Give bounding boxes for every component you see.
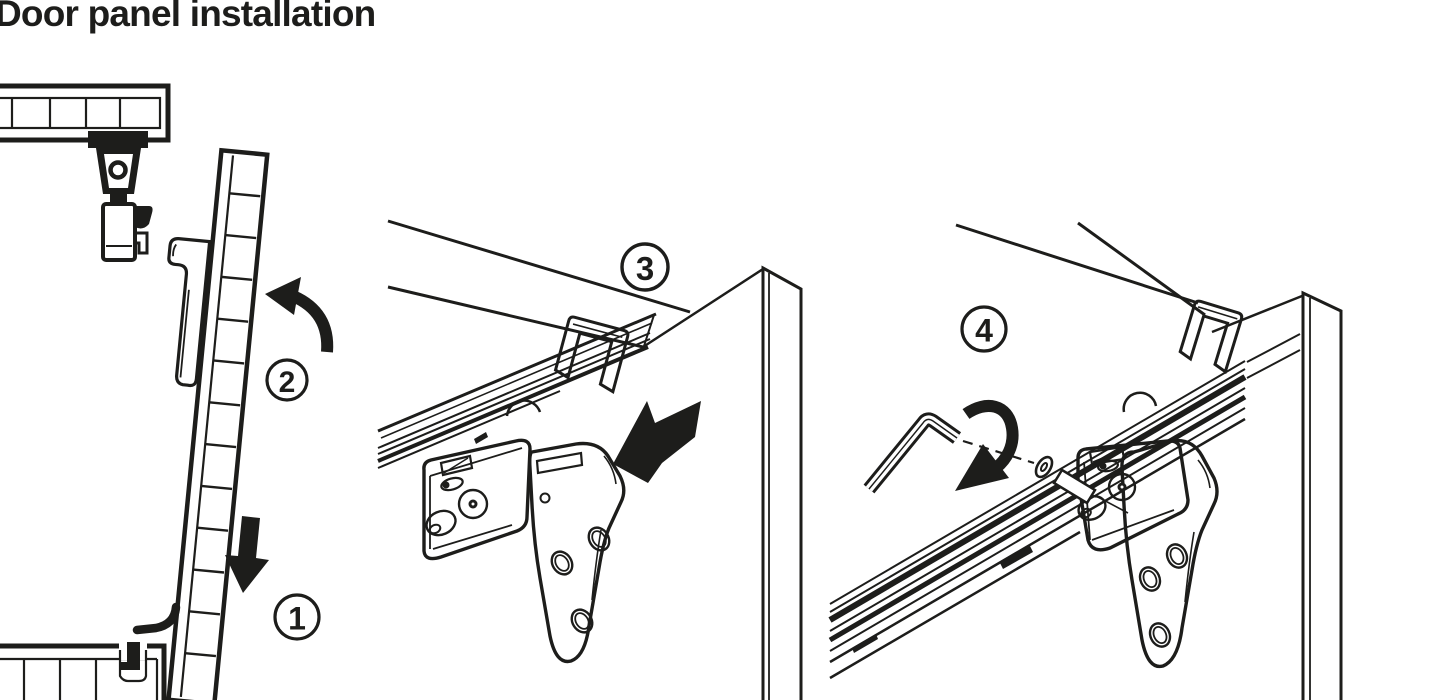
- washer: [1034, 455, 1054, 479]
- tilt-up-arrow-icon: [265, 277, 334, 353]
- adjustment-axis-line: [1095, 495, 1129, 514]
- roller-wheel-right: [1122, 391, 1158, 413]
- bottom-guide-hook: [119, 642, 140, 670]
- step-2-badge: 2: [265, 358, 309, 402]
- step-1-label: 1: [288, 601, 306, 637]
- cabinet-side-panel: [761, 265, 803, 700]
- step-3-badge: 3: [620, 242, 670, 292]
- step-3-label: 3: [636, 250, 654, 287]
- step-4-badge: 4: [960, 305, 1008, 353]
- running-track: [377, 332, 651, 469]
- bracket-holes-right: [1138, 543, 1189, 648]
- adjustment-screw: [1052, 468, 1097, 505]
- running-track-right: [828, 333, 1301, 680]
- mounting-bracket: [528, 441, 626, 664]
- lower-down-arrow-icon: [225, 516, 269, 593]
- retaining-clip-right: [1178, 299, 1244, 375]
- cabinet-top-right: [955, 221, 1303, 334]
- step-2-label: 2: [279, 366, 296, 399]
- rotate-arrow-icon: [955, 400, 1019, 491]
- panel-bottom-guide: [132, 602, 181, 635]
- mounting-bracket-right: [1120, 438, 1219, 669]
- door-bracket: [167, 237, 212, 388]
- figure-door-tilt: 2 1: [0, 83, 334, 700]
- carrier-body: [422, 438, 584, 561]
- top-track: [0, 83, 171, 143]
- page-title: Door panel installation: [0, 0, 376, 34]
- bottom-track: [0, 641, 167, 700]
- step-4-label: 4: [975, 313, 993, 349]
- figure-engage-carrier: 3: [377, 219, 803, 700]
- bracket-holes: [550, 526, 611, 634]
- cabinet-side-panel-right: [1301, 290, 1343, 700]
- cabinet-top: [377, 219, 764, 439]
- step-1-badge: 1: [273, 593, 321, 641]
- figure-adjustment: 4: [828, 221, 1343, 700]
- allen-key-icon: [863, 412, 962, 494]
- door-panel: [166, 147, 270, 700]
- adjustment-axis-dashed-line: [962, 439, 1035, 465]
- retaining-clip: [553, 315, 630, 394]
- push-in-arrow-icon: [613, 401, 701, 483]
- roller-carrier: [88, 131, 153, 262]
